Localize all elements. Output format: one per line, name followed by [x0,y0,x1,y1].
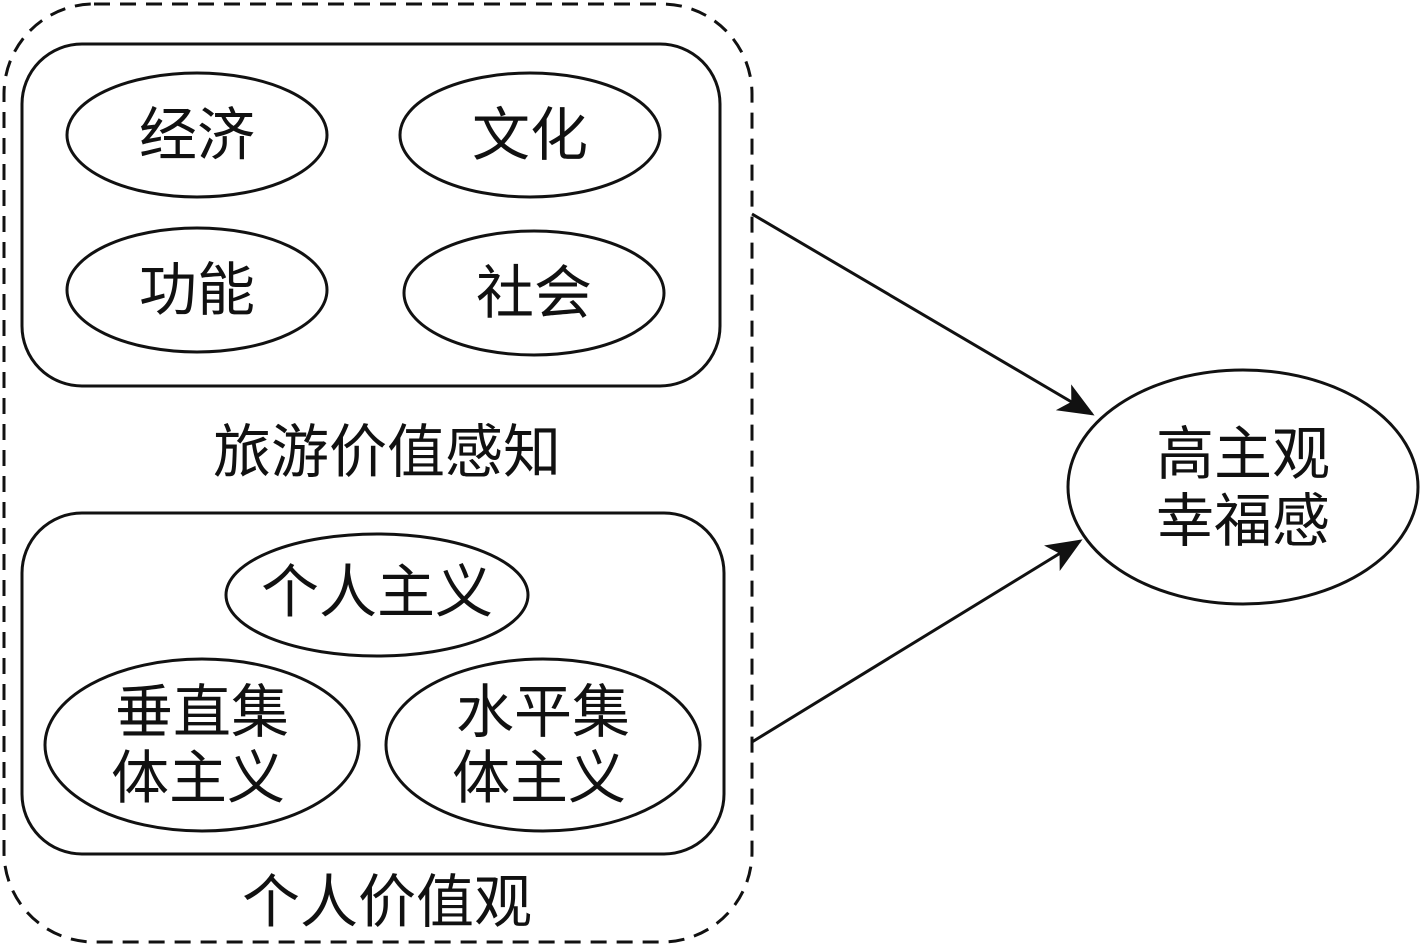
node-horizontal-collectivism-line1: 水平集 [456,678,630,746]
tourism-value-perception-label: 旅游价值感知 [213,418,561,486]
personal-values-label: 个人价值观 [242,868,532,936]
arrow-values-to-outcome [751,539,1083,744]
node-individualism: 个人主义 [224,532,530,658]
node-vertical-collectivism: 垂直集 体主义 [43,657,361,833]
node-subjective-wellbeing: 高主观 幸福感 [1066,368,1420,606]
node-economy: 经济 [65,71,329,199]
node-society: 社会 [402,229,666,357]
node-subjective-wellbeing-line1: 高主观 [1156,420,1330,488]
node-subjective-wellbeing-line2: 幸福感 [1156,487,1330,555]
node-horizontal-collectivism-line2: 体主义 [452,744,626,812]
node-culture-label: 文化 [472,101,588,169]
node-horizontal-collectivism: 水平集 体主义 [384,657,702,833]
node-vertical-collectivism-line2: 体主义 [111,744,285,812]
node-vertical-collectivism-line1: 垂直集 [115,678,289,746]
node-culture: 文化 [398,71,662,199]
node-function: 功能 [65,226,329,354]
node-individualism-label: 个人主义 [261,558,493,626]
node-function-label: 功能 [139,256,255,324]
node-society-label: 社会 [476,259,592,327]
arrow-tourism-to-outcome [751,212,1095,416]
node-economy-label: 经济 [139,101,255,169]
